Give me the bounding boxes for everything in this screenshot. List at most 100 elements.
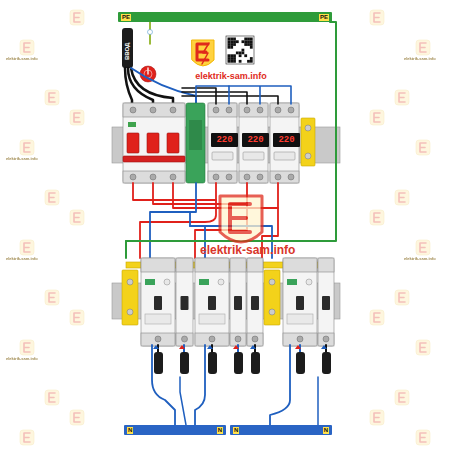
watermark-logo [70, 10, 84, 25]
watermark-logo [416, 240, 430, 255]
watermark-shield [220, 196, 262, 242]
watermark-shield [20, 140, 34, 155]
watermark-shield [395, 290, 409, 305]
main-breaker [123, 103, 185, 183]
breaker-handle [167, 133, 179, 153]
watermark-letter [420, 43, 426, 52]
display-reading: 220 [216, 135, 232, 145]
qr-cell [230, 40, 233, 43]
watermark-logo [416, 430, 430, 445]
logo-bolt [202, 43, 209, 64]
watermark-letter [24, 433, 30, 442]
watermark-shield [416, 430, 430, 445]
test-button [164, 279, 170, 285]
n-busbar: NN [124, 425, 226, 435]
watermark-logo [20, 430, 34, 445]
watermark-logo [370, 10, 384, 25]
relay-display: 220 [211, 133, 238, 147]
qr-cell [230, 60, 233, 63]
qr-cell [236, 40, 239, 43]
watermark-letter [374, 13, 380, 22]
qr-cell [233, 60, 236, 63]
qr-cell [244, 40, 247, 43]
watermark-logo [395, 390, 409, 405]
watermark-letter [420, 433, 426, 442]
watermark-text: elektrik-sam.info [6, 357, 38, 361]
device-terminals [230, 258, 246, 272]
watermark-logo [370, 210, 384, 225]
cable-arrow [250, 345, 256, 349]
watermark-logo [70, 210, 84, 225]
watermark-logo [45, 390, 59, 405]
watermark-shield [416, 340, 430, 355]
watermark-logo [395, 190, 409, 205]
watermark-letter [230, 204, 250, 232]
qr-cell [228, 54, 231, 57]
qr-cell [250, 43, 253, 46]
outgoing-cable [234, 352, 243, 374]
watermark-shield [416, 140, 430, 155]
pe-wire [330, 22, 336, 241]
watermark-letter [374, 113, 380, 122]
watermark-shield [20, 340, 34, 355]
terminal-screw [182, 336, 188, 342]
device-terminals [195, 258, 229, 272]
watermark-shield [45, 390, 59, 405]
watermark-shield [370, 210, 384, 225]
watermark-logo [70, 310, 84, 325]
watermark-logo [370, 110, 384, 125]
wire-marker [148, 30, 153, 35]
busbar-tag: N [217, 427, 223, 434]
terminal-screw [244, 174, 250, 180]
input-cable [122, 28, 133, 68]
watermark-logo [395, 290, 409, 305]
center-watermark: elektrik-sam.info [200, 244, 295, 256]
terminal-screw [305, 125, 311, 131]
relay-buttons [274, 152, 295, 160]
terminal-screw [170, 107, 176, 113]
inter-row-wires [126, 22, 336, 258]
device-toggle [154, 296, 162, 310]
watermark-letter [399, 93, 405, 102]
circuit-breaker [247, 258, 263, 346]
qr-cell [247, 40, 250, 43]
device-toggle [181, 296, 189, 310]
test-button [306, 279, 312, 285]
terminal-screw [244, 107, 250, 113]
device-terminals [247, 258, 263, 272]
device-toggle [322, 296, 330, 310]
test-button [218, 279, 224, 285]
terminal-block [264, 270, 280, 325]
cable-arrow [321, 345, 327, 349]
terminal-screw [288, 107, 294, 113]
watermark-letter [374, 413, 380, 422]
watermark-letter [420, 143, 426, 152]
breaker-terminals [123, 171, 185, 183]
qr-cell [236, 52, 239, 55]
qr-cell [228, 46, 231, 49]
rcd-brand [287, 279, 297, 285]
watermark-logo [416, 340, 430, 355]
neutral-return [270, 345, 290, 425]
device-toggle [208, 296, 216, 310]
neutral-wire [229, 86, 291, 104]
watermark-logo [416, 140, 430, 155]
cable-label: ВВОД [124, 43, 130, 60]
watermark-shield [395, 90, 409, 105]
relay-terminals [239, 103, 268, 117]
watermark-shield [370, 310, 384, 325]
busbar-tag: N [233, 427, 239, 434]
pe-wire [126, 240, 330, 242]
watermark-shield [395, 190, 409, 205]
watermark-shield [70, 410, 84, 425]
device-toggle [251, 296, 259, 310]
qr-cell [239, 54, 242, 57]
pe-busbar: PEPE [118, 12, 332, 22]
qr-code [226, 36, 254, 64]
qr-cell [228, 57, 231, 60]
watermark-letter [24, 343, 30, 352]
watermark-letter [24, 243, 30, 252]
watermark-logo [20, 40, 34, 55]
qr-cell [233, 38, 236, 41]
